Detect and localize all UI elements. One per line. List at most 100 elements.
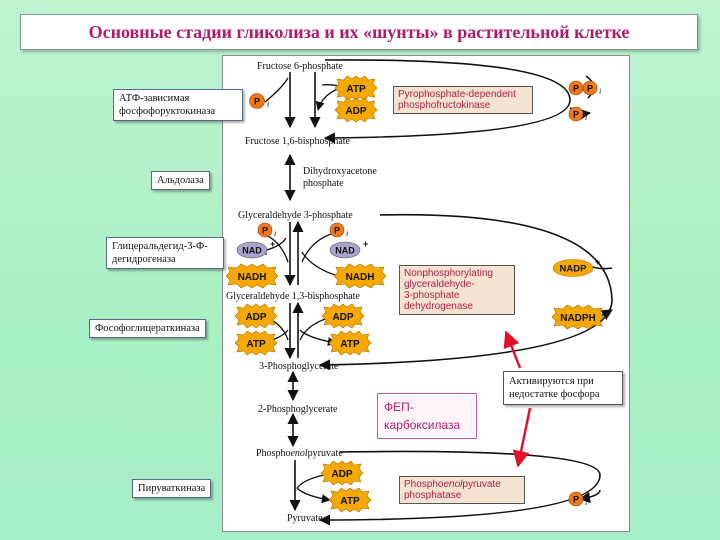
- metabolite-pyruvate: Pyruvate: [287, 513, 323, 524]
- metabolite-fbp: Fructose 1,6-bisphosphate: [245, 136, 350, 147]
- note-line2: недостатке фосфора: [509, 389, 600, 400]
- nadh-icon-right: NADH: [333, 263, 387, 289]
- enzyme-label-pgk: Фософоглицераткиназа: [89, 319, 206, 338]
- metabolite-dhap-line1: Dihydroxyacetone: [303, 166, 377, 177]
- pi-icon: P i: [249, 93, 269, 109]
- svg-text:NADP: NADP: [560, 264, 588, 275]
- nadp-icon: NADP +: [552, 257, 600, 277]
- svg-text:ATP: ATP: [340, 496, 360, 507]
- svg-text:i: i: [267, 100, 269, 109]
- svg-text:P: P: [573, 110, 579, 120]
- enzyme-label-gapdh: Глицеральдегид-3-Ф-дегидрогеназа: [106, 237, 224, 269]
- nadh-icon-left: NADH: [225, 263, 279, 289]
- nadph-icon: NADPH: [551, 304, 605, 330]
- svg-text:i: i: [599, 87, 601, 96]
- shunt-pep-phos-part1: Phospho: [404, 479, 444, 490]
- svg-text:ATP: ATP: [246, 339, 266, 350]
- fep-carboxylase-box: ФЕП- карбоксилаза: [377, 393, 477, 439]
- metabolite-g3p: Glyceraldehyde 3-phosphate: [238, 210, 353, 221]
- activation-arrows: [503, 330, 532, 468]
- title-box: Основные стадии гликолиза и их «шунты» в…: [20, 14, 698, 50]
- svg-text:ATP: ATP: [340, 339, 360, 350]
- atp-icon-pgk-left: ATP: [234, 330, 278, 356]
- svg-text:ADP: ADP: [345, 106, 366, 117]
- pi-icon-gapdh-right: P i: [329, 222, 348, 238]
- metabolite-pep-part2: enol: [290, 448, 308, 459]
- shunt-ppi-pfk-line2: phosphofructokinase: [398, 100, 491, 111]
- atp-icon-pk: ATP: [328, 487, 372, 513]
- fep-line2: карбоксилаза: [384, 418, 461, 432]
- shunt-np-gapdh-line3: 3-phosphate: [404, 290, 460, 301]
- svg-text:i: i: [585, 498, 587, 507]
- shunt-pep-phos-line2: phosphatase: [404, 490, 462, 501]
- svg-text:NADH: NADH: [346, 272, 375, 283]
- ppi-icon-2: P i: [582, 80, 601, 96]
- nad-icon-right: NAD +: [329, 239, 368, 259]
- shunt-pep-phos-part2: enol: [443, 479, 463, 490]
- enzyme-aldolase-text: Альдолаза: [157, 175, 204, 186]
- main-pathway-arrows: [284, 72, 321, 512]
- svg-text:ADP: ADP: [332, 312, 353, 323]
- metabolite-dhap: Dihydroxyacetone phosphate: [303, 166, 377, 190]
- svg-text:P: P: [254, 97, 260, 107]
- svg-text:NADH: NADH: [238, 272, 267, 283]
- metabolite-dhap-line2: phosphate: [303, 178, 344, 189]
- atp-icon: ATP: [334, 75, 378, 101]
- metabolite-bpg: Glyceraldehyde 1,3-bisphosphate: [226, 291, 360, 302]
- svg-text:ADP: ADP: [245, 312, 266, 323]
- shunt-box-pep-phosphatase: Phosphoenolpyruvate phosphatase: [399, 476, 525, 504]
- enzyme-label-aldolase: Альдолаза: [151, 171, 210, 190]
- adp-icon-pgk-right: ADP: [321, 303, 365, 329]
- shunt-np-gapdh-line1: Nonphosphorylating: [404, 268, 493, 279]
- metabolite-f6p: Fructose 6-phosphate: [257, 61, 343, 72]
- enzyme-gapdh-text: Глицеральдегид-3-Ф-дегидрогеназа: [112, 241, 208, 265]
- fep-line1: ФЕП-: [384, 400, 414, 414]
- enzyme-pfk-text: АТФ-зависимая фосфофоруктокиназа: [119, 93, 216, 117]
- svg-text:P: P: [262, 226, 268, 236]
- svg-text:ADP: ADP: [331, 469, 352, 480]
- svg-text:P: P: [334, 226, 340, 236]
- pi-icon-pep-phosphatase: P i: [568, 491, 587, 507]
- metabolite-pep: Phosphoenolpyruvate: [256, 448, 343, 459]
- enzyme-label-pfk: АТФ-зависимая фосфофоруктокиназа: [113, 89, 243, 121]
- svg-text:ATP: ATP: [346, 84, 366, 95]
- shunt-box-np-gapdh: Nonphosphorylating glyceraldehyde- 3-pho…: [399, 265, 515, 315]
- svg-text:NAD: NAD: [335, 246, 355, 256]
- enzyme-pk-text: Пируваткиназа: [138, 483, 206, 494]
- svg-text:i: i: [585, 113, 587, 122]
- page-title: Основные стадии гликолиза и их «шунты» в…: [88, 21, 630, 42]
- metabolite-pep-part3: pyruvate: [307, 448, 343, 459]
- svg-text:+: +: [595, 257, 600, 267]
- adp-icon-pk: ADP: [320, 460, 364, 486]
- shunt-box-ppi-pfk: Pyrophosphate-dependent phosphofructokin…: [393, 86, 533, 114]
- nad-icon-left: NAD +: [236, 239, 275, 259]
- svg-text:P: P: [573, 84, 579, 94]
- svg-text:i: i: [274, 229, 276, 238]
- adp-icon-pgk-left: ADP: [234, 303, 278, 329]
- svg-text:+: +: [270, 239, 275, 249]
- pi-icon-gapdh-left: P i: [257, 222, 276, 238]
- atp-icon-pgk-right: ATP: [328, 330, 372, 356]
- svg-text:+: +: [363, 239, 368, 249]
- phosphate-deficiency-note: Активируются при недостатке фосфора: [503, 371, 623, 405]
- metabolite-pep-part1: Phospho: [256, 448, 291, 459]
- svg-text:NAD: NAD: [242, 246, 262, 256]
- svg-text:P: P: [587, 84, 593, 94]
- enzyme-pgk-text: Фософоглицераткиназа: [95, 323, 200, 334]
- shunt-np-gapdh-line4: dehydrogenase: [404, 301, 473, 312]
- shunt-ppi-pfk-line1: Pyrophosphate-dependent: [398, 89, 516, 100]
- shunt-pep-phos-part3: pyruvate: [462, 479, 501, 490]
- svg-text:NADPH: NADPH: [560, 313, 596, 324]
- ppi-icon: P: [568, 80, 584, 96]
- metabolite-2pg: 2-Phosphoglycerate: [258, 404, 338, 415]
- adp-icon: ADP: [334, 97, 378, 123]
- shunt-arrows: [318, 59, 613, 526]
- svg-text:P: P: [573, 495, 579, 505]
- shunt-np-gapdh-line2: glyceraldehyde-: [404, 279, 475, 290]
- svg-text:i: i: [346, 229, 348, 238]
- metabolite-3pg: 3-Phosphoglycerate: [259, 361, 339, 372]
- note-line1: Активируются при: [509, 376, 594, 387]
- enzyme-label-pk: Пируваткиназа: [132, 479, 212, 498]
